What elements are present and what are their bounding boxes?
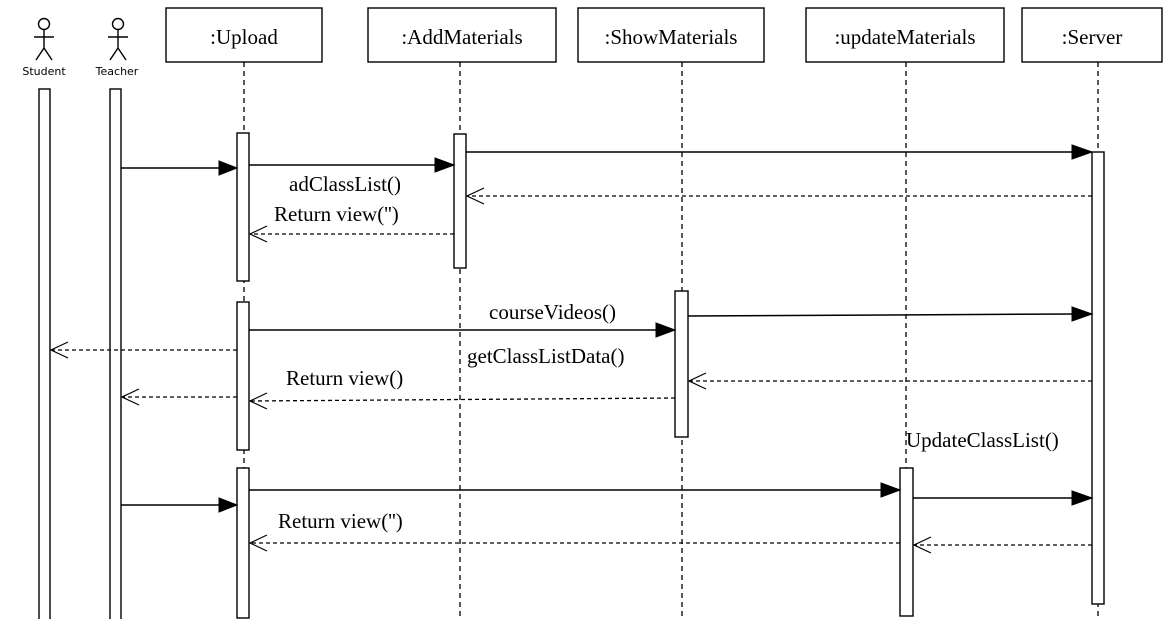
message-label-coursevideos: courseVideos()	[489, 300, 616, 324]
message-label-getclasslistdata-text: getClassListData()	[467, 344, 624, 368]
message-upload-to-showmaterials: courseVideos()	[249, 300, 677, 338]
message-server-to-updatematerials-return	[912, 536, 1092, 554]
filled-arrowhead-icon	[880, 482, 902, 498]
open-arrowhead-icon	[49, 341, 69, 359]
object-showmaterials: :ShowMaterials	[577, 7, 765, 63]
filled-arrowhead-icon	[218, 497, 239, 513]
message-label-return-view-3: Return view('')	[278, 509, 403, 533]
message-upload-to-addmaterials	[249, 157, 456, 173]
message-server-to-showmaterials-return: getClassListData()	[467, 344, 1092, 390]
filled-arrowhead-icon	[1071, 490, 1094, 506]
object-upload-label: :Upload	[210, 25, 278, 49]
teacher-lifeline-bar	[109, 88, 122, 619]
object-addmaterials: :AddMaterials	[367, 7, 557, 63]
open-arrowhead-icon	[465, 187, 485, 205]
upload-activation-1	[236, 132, 250, 282]
actor-teacher: Teacher	[95, 17, 139, 78]
message-addmaterials-to-upload-return: Return view('')	[248, 202, 454, 243]
filled-arrowhead-icon	[1071, 306, 1094, 322]
open-arrowhead-icon	[248, 392, 268, 410]
message-server-to-addmaterials-return: adClassList()	[289, 172, 1092, 205]
open-arrowhead-icon	[248, 225, 268, 243]
object-upload: :Upload	[165, 7, 323, 63]
message-label-return-view-2: Return view()	[286, 366, 403, 390]
message-label-getclasslistdata: getClassListData()	[467, 344, 624, 368]
object-server-label: :Server	[1062, 25, 1123, 49]
message-label-adclasslist: adClassList()	[289, 172, 401, 196]
message-upload-to-student-return	[49, 341, 237, 359]
object-showmaterials-label: :ShowMaterials	[605, 25, 738, 49]
object-addmaterials-label: :AddMaterials	[401, 25, 522, 49]
filled-arrowhead-icon	[655, 322, 677, 338]
message-teacher-to-upload-1	[121, 160, 239, 176]
actor-student-label: Student	[22, 65, 66, 78]
server-activation	[1091, 151, 1105, 605]
actor-student: Student	[22, 17, 66, 78]
message-upload-to-teacher-return	[120, 388, 237, 406]
message-updatematerials-to-server	[913, 490, 1094, 506]
message-label-updateclasslist: UpdateClassList()	[906, 428, 1059, 452]
filled-arrowhead-icon	[218, 160, 239, 176]
message-addmaterials-to-server	[466, 144, 1094, 160]
updatematerials-activation	[899, 467, 914, 617]
student-stick-figure-icon	[34, 17, 54, 61]
upload-activation-3	[236, 467, 250, 619]
open-arrowhead-icon	[248, 534, 268, 552]
actor-teacher-label: Teacher	[95, 65, 139, 78]
upload-activation-2	[236, 301, 250, 451]
open-arrowhead-icon	[120, 388, 140, 406]
open-arrowhead-icon	[912, 536, 932, 554]
message-showmaterials-to-upload-return: Return view()	[248, 366, 676, 410]
message-upload-to-updatematerials: UpdateClassList()	[249, 428, 1059, 498]
open-arrowhead-icon	[687, 372, 707, 390]
addmaterials-activation	[453, 133, 467, 269]
message-label-return-view-1: Return view('')	[274, 202, 399, 226]
filled-arrowhead-icon	[434, 157, 456, 173]
showmaterials-activation	[674, 290, 689, 438]
message-teacher-to-upload-2	[121, 497, 239, 513]
student-lifeline-bar	[38, 88, 51, 619]
filled-arrowhead-icon	[1071, 144, 1094, 160]
message-showmaterials-to-server	[687, 306, 1094, 322]
teacher-stick-figure-icon	[108, 17, 128, 61]
object-updatematerials-label: :updateMaterials	[834, 25, 975, 49]
message-updatematerials-to-upload-return: Return view('')	[248, 509, 900, 552]
object-server: :Server	[1021, 7, 1163, 63]
object-updatematerials: :updateMaterials	[805, 7, 1005, 63]
